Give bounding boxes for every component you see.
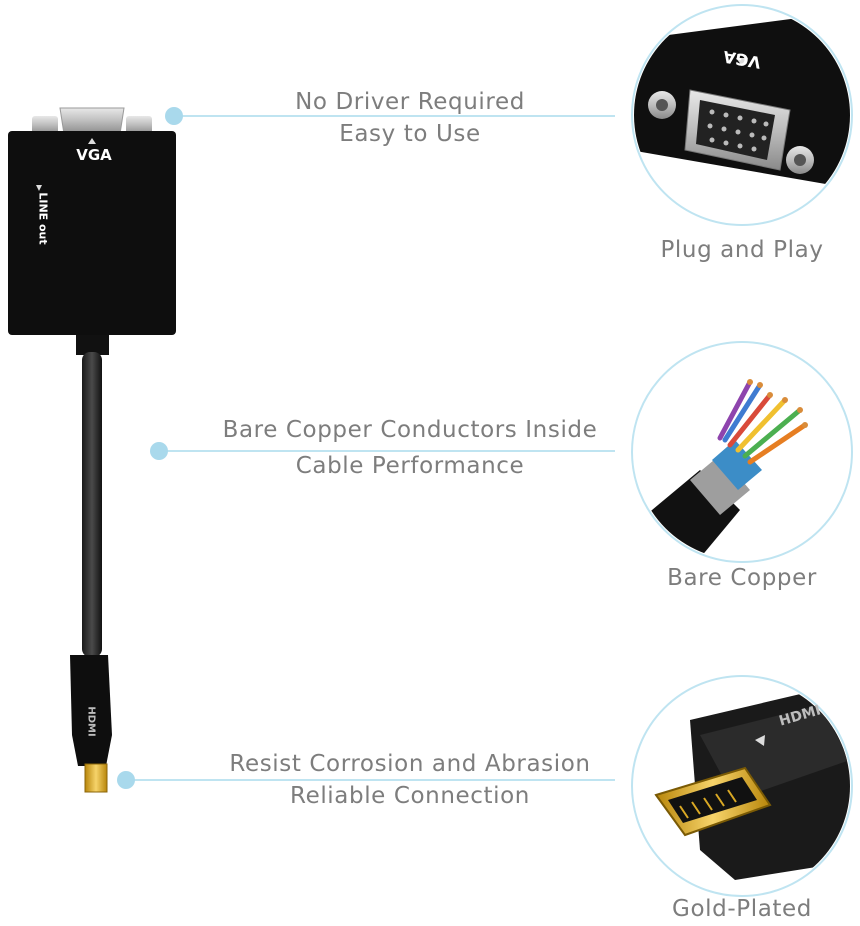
feature-1-line1: No Driver Required: [295, 89, 525, 115]
detail-circle-copper: [631, 341, 853, 563]
cable: [82, 352, 102, 657]
feature-2-line1: Bare Copper Conductors Inside: [222, 417, 598, 443]
feature-3-line2: Reliable Connection: [290, 783, 530, 809]
vga-port: [32, 107, 152, 135]
callout-dot-2: [150, 442, 168, 460]
feature-2-line2: Cable Performance: [295, 453, 525, 479]
callout-dot-1: [165, 107, 183, 125]
callout-dot-3: [117, 771, 135, 789]
detail-circle-vga: [631, 4, 853, 226]
detail-circle-gold: [631, 675, 853, 897]
feature-1-line2: Easy to Use: [339, 121, 481, 147]
caption-plug-and-play: Plug and Play: [660, 237, 824, 263]
adapter-port-label: VGA: [76, 146, 112, 164]
adapter-body: [8, 131, 176, 335]
hdmi-connector-label: HDMI: [85, 706, 97, 737]
cable-strain-relief: [76, 335, 109, 355]
feature-3-line1: Resist Corrosion and Abrasion: [229, 751, 591, 777]
micro-hdmi-head: [70, 655, 112, 766]
feature-2-text: Bare Copper Conductors Inside Cable Perf…: [210, 414, 610, 482]
feature-3-text: Resist Corrosion and Abrasion Reliable C…: [210, 748, 610, 812]
feature-1-text: No Driver Required Easy to Use: [210, 86, 610, 150]
caption-gold-plated: Gold-Plated: [672, 896, 812, 922]
adapter-audio-label: LINE out: [36, 192, 50, 245]
caption-bare-copper: Bare Copper: [667, 565, 817, 591]
